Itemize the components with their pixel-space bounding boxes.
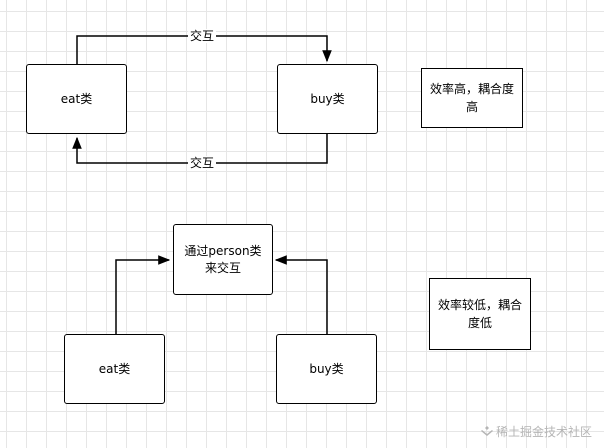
edge-buy-to-person: [274, 255, 328, 334]
note-bottom: 效率较低，耦合度低: [429, 278, 531, 350]
brand-logo-icon: [480, 425, 493, 439]
eat-class-box-top: eat类: [26, 64, 127, 134]
note-bottom-text: 效率较低，耦合度低: [438, 298, 523, 330]
edge-eat-to-person: [115, 255, 171, 334]
eat-class-box-bottom: eat类: [64, 334, 165, 404]
edge-label-top: 交互: [188, 29, 217, 43]
edge-label-bottom: 交互: [188, 156, 217, 170]
person-class-label: 通过person类来交互: [184, 243, 262, 275]
eat-class-label-bottom: eat类: [98, 361, 131, 376]
buy-class-label-top: buy类: [310, 91, 345, 106]
eat-class-label-top: eat类: [60, 91, 93, 106]
note-top-text: 效率高，耦合度高: [430, 82, 515, 114]
watermark: 稀土掘金技术社区: [480, 423, 592, 440]
watermark-text: 稀土掘金技术社区: [495, 425, 592, 439]
buy-class-box-bottom: buy类: [276, 334, 377, 404]
buy-class-label-bottom: buy类: [309, 361, 344, 376]
note-top: 效率高，耦合度高: [421, 68, 523, 128]
buy-class-box-top: buy类: [277, 64, 378, 134]
person-class-box: 通过person类来交互: [173, 224, 273, 295]
